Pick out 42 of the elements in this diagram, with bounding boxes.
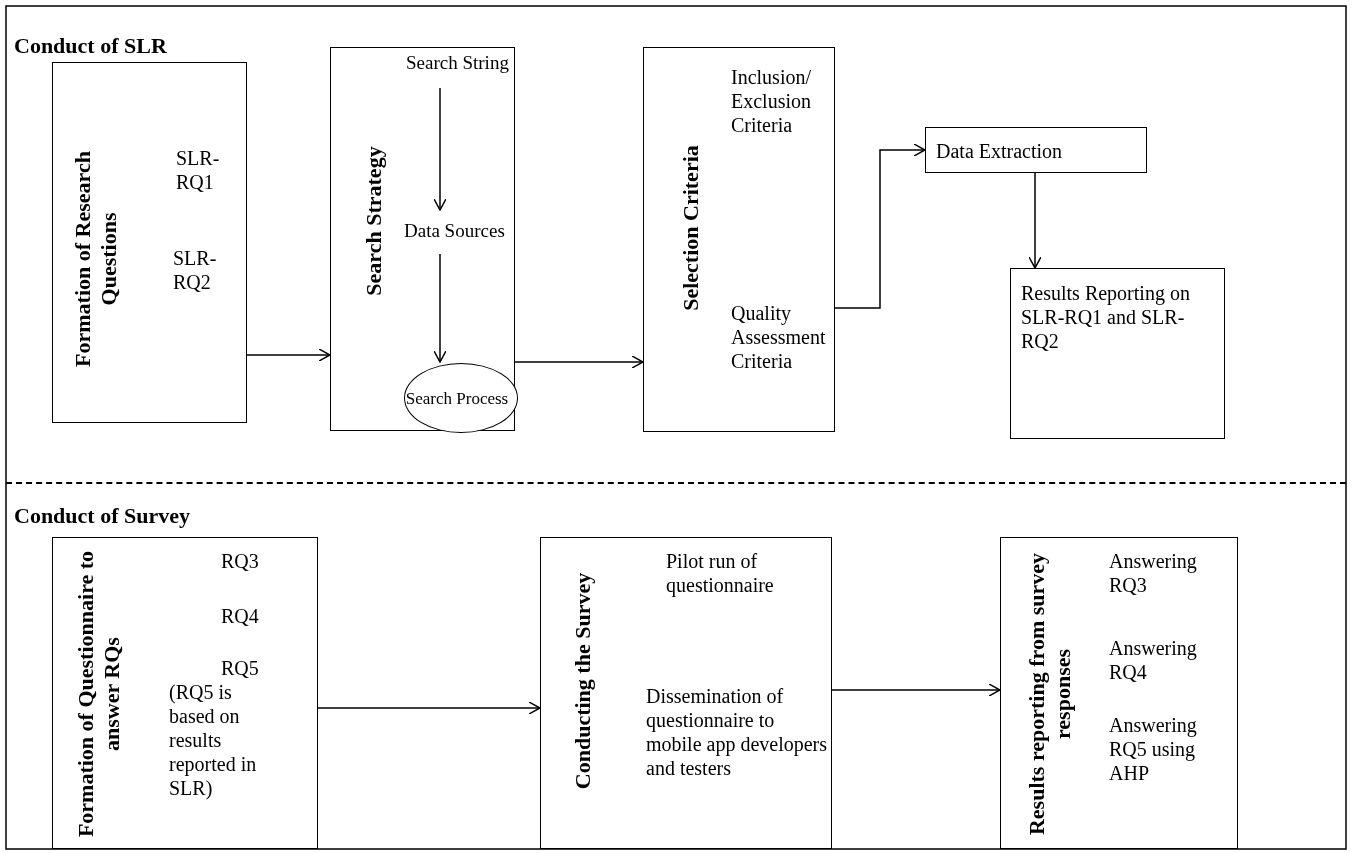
box-title: Formation of Research Questions — [70, 150, 122, 369]
process-box — [925, 127, 1147, 173]
section-heading: Conduct of Survey — [14, 504, 190, 528]
step-label: Data Sources — [404, 219, 505, 243]
process-box — [52, 537, 318, 849]
process-box — [52, 62, 247, 423]
arrow — [317, 701, 541, 715]
box-text: Dissemination of questionnaire to mobile app developers and testers — [646, 684, 829, 780]
arrow — [834, 143, 926, 309]
box-text: Quality Assessment Criteria — [731, 301, 827, 373]
box-text: Answering RQ3 — [1109, 549, 1198, 597]
box-title: Search Strategy — [361, 145, 387, 298]
box-text: Pilot run of questionnaire — [666, 549, 775, 597]
arrow — [433, 253, 447, 363]
arrow — [433, 87, 447, 211]
box-text: SLR-RQ1 — [176, 146, 221, 194]
process-box — [643, 47, 835, 432]
box-title: Selection Criteria — [678, 144, 704, 313]
box-text: RQ3 — [221, 549, 260, 573]
box-title: Conducting the Survey — [570, 571, 596, 792]
arrow — [246, 348, 331, 362]
box-text: Data Extraction — [936, 139, 1064, 163]
step-label: Search String — [406, 51, 509, 75]
ellipse-label: Search Process — [404, 388, 510, 410]
box-text: RQ5 — [221, 656, 260, 680]
box-title: Results reporting from survey responses — [1024, 551, 1076, 838]
process-box — [1000, 537, 1238, 849]
section-heading: Conduct of SLR — [14, 34, 167, 58]
box-text: RQ4 — [221, 604, 260, 628]
box-text: SLR-RQ2 — [173, 246, 218, 294]
box-text: Answering RQ5 using AHP — [1109, 713, 1198, 785]
box-text: Inclusion/ Exclusion Criteria — [731, 65, 812, 137]
box-text: (RQ5 is based on results reported in SLR) — [169, 680, 258, 800]
arrow — [1028, 172, 1042, 269]
box-text: Results Reporting on SLR-RQ1 and SLR-RQ2 — [1021, 281, 1191, 353]
process-box — [330, 47, 515, 431]
process-box — [540, 537, 832, 849]
box-text: Answering RQ4 — [1109, 636, 1198, 684]
arrow — [514, 355, 644, 369]
process-box — [1010, 268, 1225, 439]
arrow — [831, 683, 1001, 697]
box-title: Formation of Questionnaire to answer RQs — [73, 549, 125, 840]
